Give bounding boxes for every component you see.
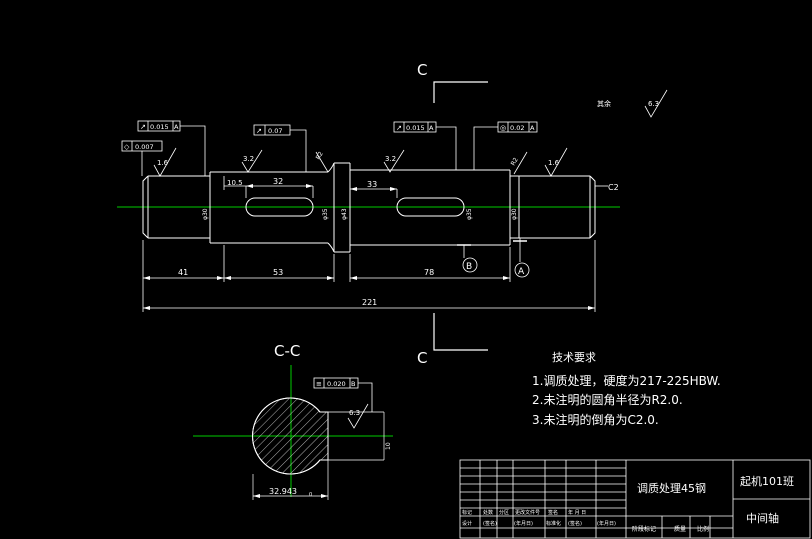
title-block-row1: 标记 处数 分区 更改文件号 签名 年 月 日 <box>462 509 586 516</box>
fcf-1-value: 0.015 <box>150 123 169 131</box>
dimension-arrows <box>143 184 595 310</box>
dim-dia-right: φ30 <box>511 208 518 220</box>
ra-mid-right: 3.2 <box>385 155 396 163</box>
fcf-1-datum: A <box>174 123 179 131</box>
fcf-5-datum: A <box>530 124 535 132</box>
fcf-5-value: 0.02 <box>510 124 524 132</box>
title-material: 调质处理45钢 <box>637 482 706 495</box>
fcf-2: ◇ 0.007 <box>121 140 163 176</box>
dim-left-journal: 41 <box>178 268 188 277</box>
tech-item-3: 3.未注明的倒角为C2.0. <box>532 412 659 427</box>
row1-cell: 分区 <box>499 509 509 516</box>
row1-cell: 年 月 日 <box>568 509 586 516</box>
shaft-main-view <box>117 162 620 253</box>
fcf-1: ↗ 0.015 A <box>137 120 206 176</box>
section-mark-top-letter: C <box>417 61 427 79</box>
row1-cell: 处数 <box>483 509 493 516</box>
dim-key1-offset: 10.5 <box>227 179 243 187</box>
dim-key2-offset: 33 <box>367 180 377 189</box>
row1-cell: 签名 <box>548 509 558 516</box>
tech-requirements: 技术要求 1.调质处理，硬度为217-225HBW. 2.未注明的圆角半径为R2… <box>532 351 721 427</box>
ra-mid-left: 3.2 <box>243 155 254 163</box>
row3-cell: 质量 <box>674 525 686 533</box>
dim-dia-collar: φ43 <box>341 208 348 220</box>
row3-cell: 比例 <box>697 525 709 533</box>
fcf-4-datum: A <box>429 124 434 132</box>
dim-mid-length: 53 <box>273 268 283 277</box>
rest-roughness: 6.3 <box>648 100 659 108</box>
row2-cell: (年月日) <box>597 520 616 527</box>
section-view: C-C 10 32.943 0 ≡ 0.020 B 6.3 <box>193 342 393 500</box>
datum-a-letter: A <box>518 267 525 277</box>
row2-cell: (签名) <box>568 520 582 527</box>
ra-left: 1.6 <box>157 159 169 167</box>
rest-label: 其余 <box>597 99 611 108</box>
fcf-3-symbol: ↗ <box>256 127 262 135</box>
section-roughness: 6.3 <box>349 409 360 417</box>
datum-b: B <box>457 244 478 273</box>
fcf-4-symbol: ↗ <box>396 124 402 132</box>
ra-right: 1.6 <box>548 159 560 167</box>
dimension-lines <box>142 176 596 312</box>
section-mark-top: C <box>417 61 488 103</box>
tech-item-2: 2.未注明的圆角半径为R2.0. <box>532 392 683 407</box>
dim-overall: 221 <box>362 298 377 307</box>
dim-dia-mid2: φ35 <box>466 208 473 220</box>
section-mark-bottom-letter: C <box>417 349 427 367</box>
fcf-4-value: 0.015 <box>406 124 425 132</box>
chamfer-right: C2 <box>608 183 619 192</box>
section-fcf-symbol: ≡ <box>316 380 322 388</box>
row2-cell: (签名) <box>483 520 497 527</box>
section-keyway-dim: 10 <box>385 442 392 450</box>
title-block-row2: 设计 (签名) (年月日) 标准化 (签名) (年月日) <box>462 520 616 527</box>
section-mark-bottom: C <box>417 313 488 367</box>
section-fcf-value: 0.020 <box>327 380 346 388</box>
datum-a: A <box>513 238 530 278</box>
datum-b-letter: B <box>466 262 472 272</box>
section-width-dim: 32.943 <box>269 487 297 496</box>
fcf-2-value: 0.007 <box>135 143 154 151</box>
dim-right-length: 78 <box>424 268 434 277</box>
row3-cell: 阶段标记 <box>632 525 656 533</box>
fcf-5-symbol: ◎ <box>500 124 506 132</box>
dim-dia-mid1: φ35 <box>322 208 329 220</box>
title-class: 起机101班 <box>740 474 794 488</box>
roughness-symbols <box>153 89 668 187</box>
dim-key1-length: 32 <box>273 177 283 186</box>
fcf-3-value: 0.07 <box>268 127 282 135</box>
dim-dia-left: φ30 <box>202 208 209 220</box>
fcf-4: ↗ 0.015 A <box>393 121 457 170</box>
section-title: C-C <box>274 342 300 360</box>
title-part-name: 中间轴 <box>746 511 779 525</box>
row1-cell: 标记 <box>462 509 472 516</box>
row2-cell: 设计 <box>462 520 472 527</box>
section-width-suffix: 0 <box>309 492 312 498</box>
tech-heading: 技术要求 <box>552 351 596 364</box>
title-block <box>459 459 811 539</box>
fcf-1-symbol: ↗ <box>140 123 146 131</box>
row2-cell: (年月日) <box>514 520 533 527</box>
fcf-3: ↗ 0.07 <box>253 124 307 172</box>
fcf-5: ◎ 0.02 A <box>473 121 538 170</box>
title-block-row3: 阶段标记 质量 比例 <box>632 525 709 533</box>
tech-item-1: 1.调质处理，硬度为217-225HBW. <box>532 373 721 388</box>
row2-cell: 标准化 <box>546 520 561 527</box>
row1-cell: 更改文件号 <box>515 509 540 516</box>
fillet-right: R2 <box>510 156 520 167</box>
section-fcf-datum: B <box>351 380 355 388</box>
fcf-2-symbol: ◇ <box>124 143 130 151</box>
fillet-left: R2 <box>315 150 325 161</box>
